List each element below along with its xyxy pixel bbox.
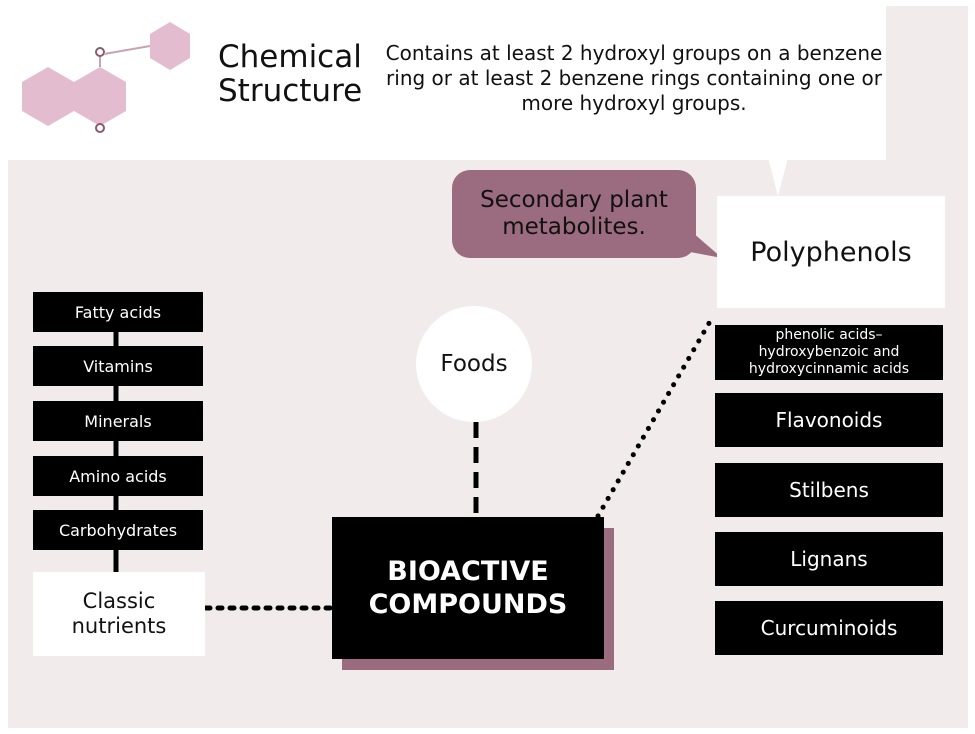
secondary-metabolites-bubble: Secondary plant metabolites.: [452, 170, 696, 258]
bubble-text: Secondary plant metabolites.: [480, 187, 668, 240]
bioactive-compounds-box: BIOACTIVE COMPOUNDS: [332, 517, 604, 659]
nutrient-vitamins: Vitamins: [33, 346, 203, 386]
polyphenol-curcuminoids: Curcuminoids: [715, 601, 943, 655]
bioactive-line2: COMPOUNDS: [368, 589, 568, 620]
header-title-line1: Chemical: [218, 39, 362, 75]
polyphenol-flavonoids: Flavonoids: [715, 393, 943, 447]
polyphenols-connector: [595, 315, 715, 519]
molecule-icon: [22, 22, 190, 133]
background-tab: [886, 6, 968, 166]
callout-pointer: [766, 150, 790, 196]
polyphenol-stilbens: Stilbens: [715, 463, 943, 517]
header-title: Chemical Structure: [218, 40, 362, 108]
bubble-tail: [690, 232, 722, 258]
polyphenols-box: Polyphenols: [717, 196, 945, 308]
bioactive-line1: BIOACTIVE: [387, 556, 549, 587]
polyphenol-phenolic-acids: phenolic acids–hydroxybenzoic and hydrox…: [715, 325, 943, 380]
nutrient-amino-acids: Amino acids: [33, 456, 203, 496]
nutrient-carbohydrates: Carbohydrates: [33, 510, 203, 550]
nutrient-fatty-acids: Fatty acids: [33, 292, 203, 332]
polyphenol-lignans: Lignans: [715, 532, 943, 586]
foods-circle: Foods: [416, 306, 532, 422]
header-description: Contains at least 2 hydroxyl groups on a…: [385, 41, 883, 115]
nutrient-minerals: Minerals: [33, 401, 203, 441]
classic-nutrients-box: Classic nutrients: [33, 572, 205, 656]
header-title-line2: Structure: [218, 73, 363, 109]
